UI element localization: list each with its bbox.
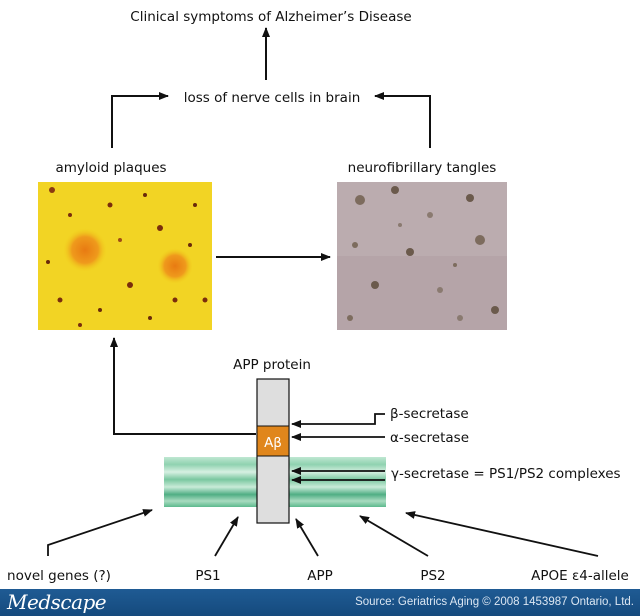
beta-secretase-label: β-secretase [390, 406, 469, 422]
apoe-label: APOE ε4-allele [531, 568, 629, 584]
amyloid-plaques-label: amyloid plaques [55, 160, 166, 176]
arrow-beta-secretase [291, 413, 385, 428]
abeta-label: Aβ [264, 435, 282, 451]
nerve-cell-loss-label: loss of nerve cells in brain [184, 90, 361, 106]
alpha-secretase-label: α-secretase [390, 430, 469, 446]
novel-genes-label: novel genes (?) [7, 568, 111, 584]
neurofibrillary-tangles-label: neurofibrillary tangles [348, 160, 497, 176]
ps2-label: PS2 [420, 568, 445, 584]
footer-bar: Medscape Source: Geriatrics Aging © 2008… [0, 589, 640, 616]
pathogenesis-diagram: Clinical symptoms of Alzheimer’s Disease… [7, 9, 629, 584]
medscape-logo[interactable]: Medscape [7, 590, 107, 614]
amyloid-plaques-image [38, 182, 212, 330]
abeta-segment [256, 425, 290, 457]
arrow-novel-genes [47, 509, 153, 556]
arrow-app [295, 518, 319, 557]
app-protein-label: APP protein [233, 357, 311, 373]
arrow-abeta-to-plaques [110, 337, 256, 435]
neurofibrillary-tangles-image [337, 182, 507, 330]
ps1-label: PS1 [195, 568, 220, 584]
clinical-symptoms-label: Clinical symptoms of Alzheimer’s Disease [130, 9, 411, 25]
gamma-secretase-label: γ-secretase = PS1/PS2 complexes [391, 466, 621, 482]
app-label: APP [307, 568, 333, 584]
source-credit: Source: Geriatrics Aging © 2008 1453987 … [355, 596, 634, 608]
arrow-tangles-to-loss [374, 92, 431, 148]
arrow-apoe [405, 511, 599, 557]
arrow-ps2 [359, 515, 429, 557]
arrow-plaques-to-loss [111, 92, 169, 148]
arrow-ps1 [214, 516, 239, 557]
